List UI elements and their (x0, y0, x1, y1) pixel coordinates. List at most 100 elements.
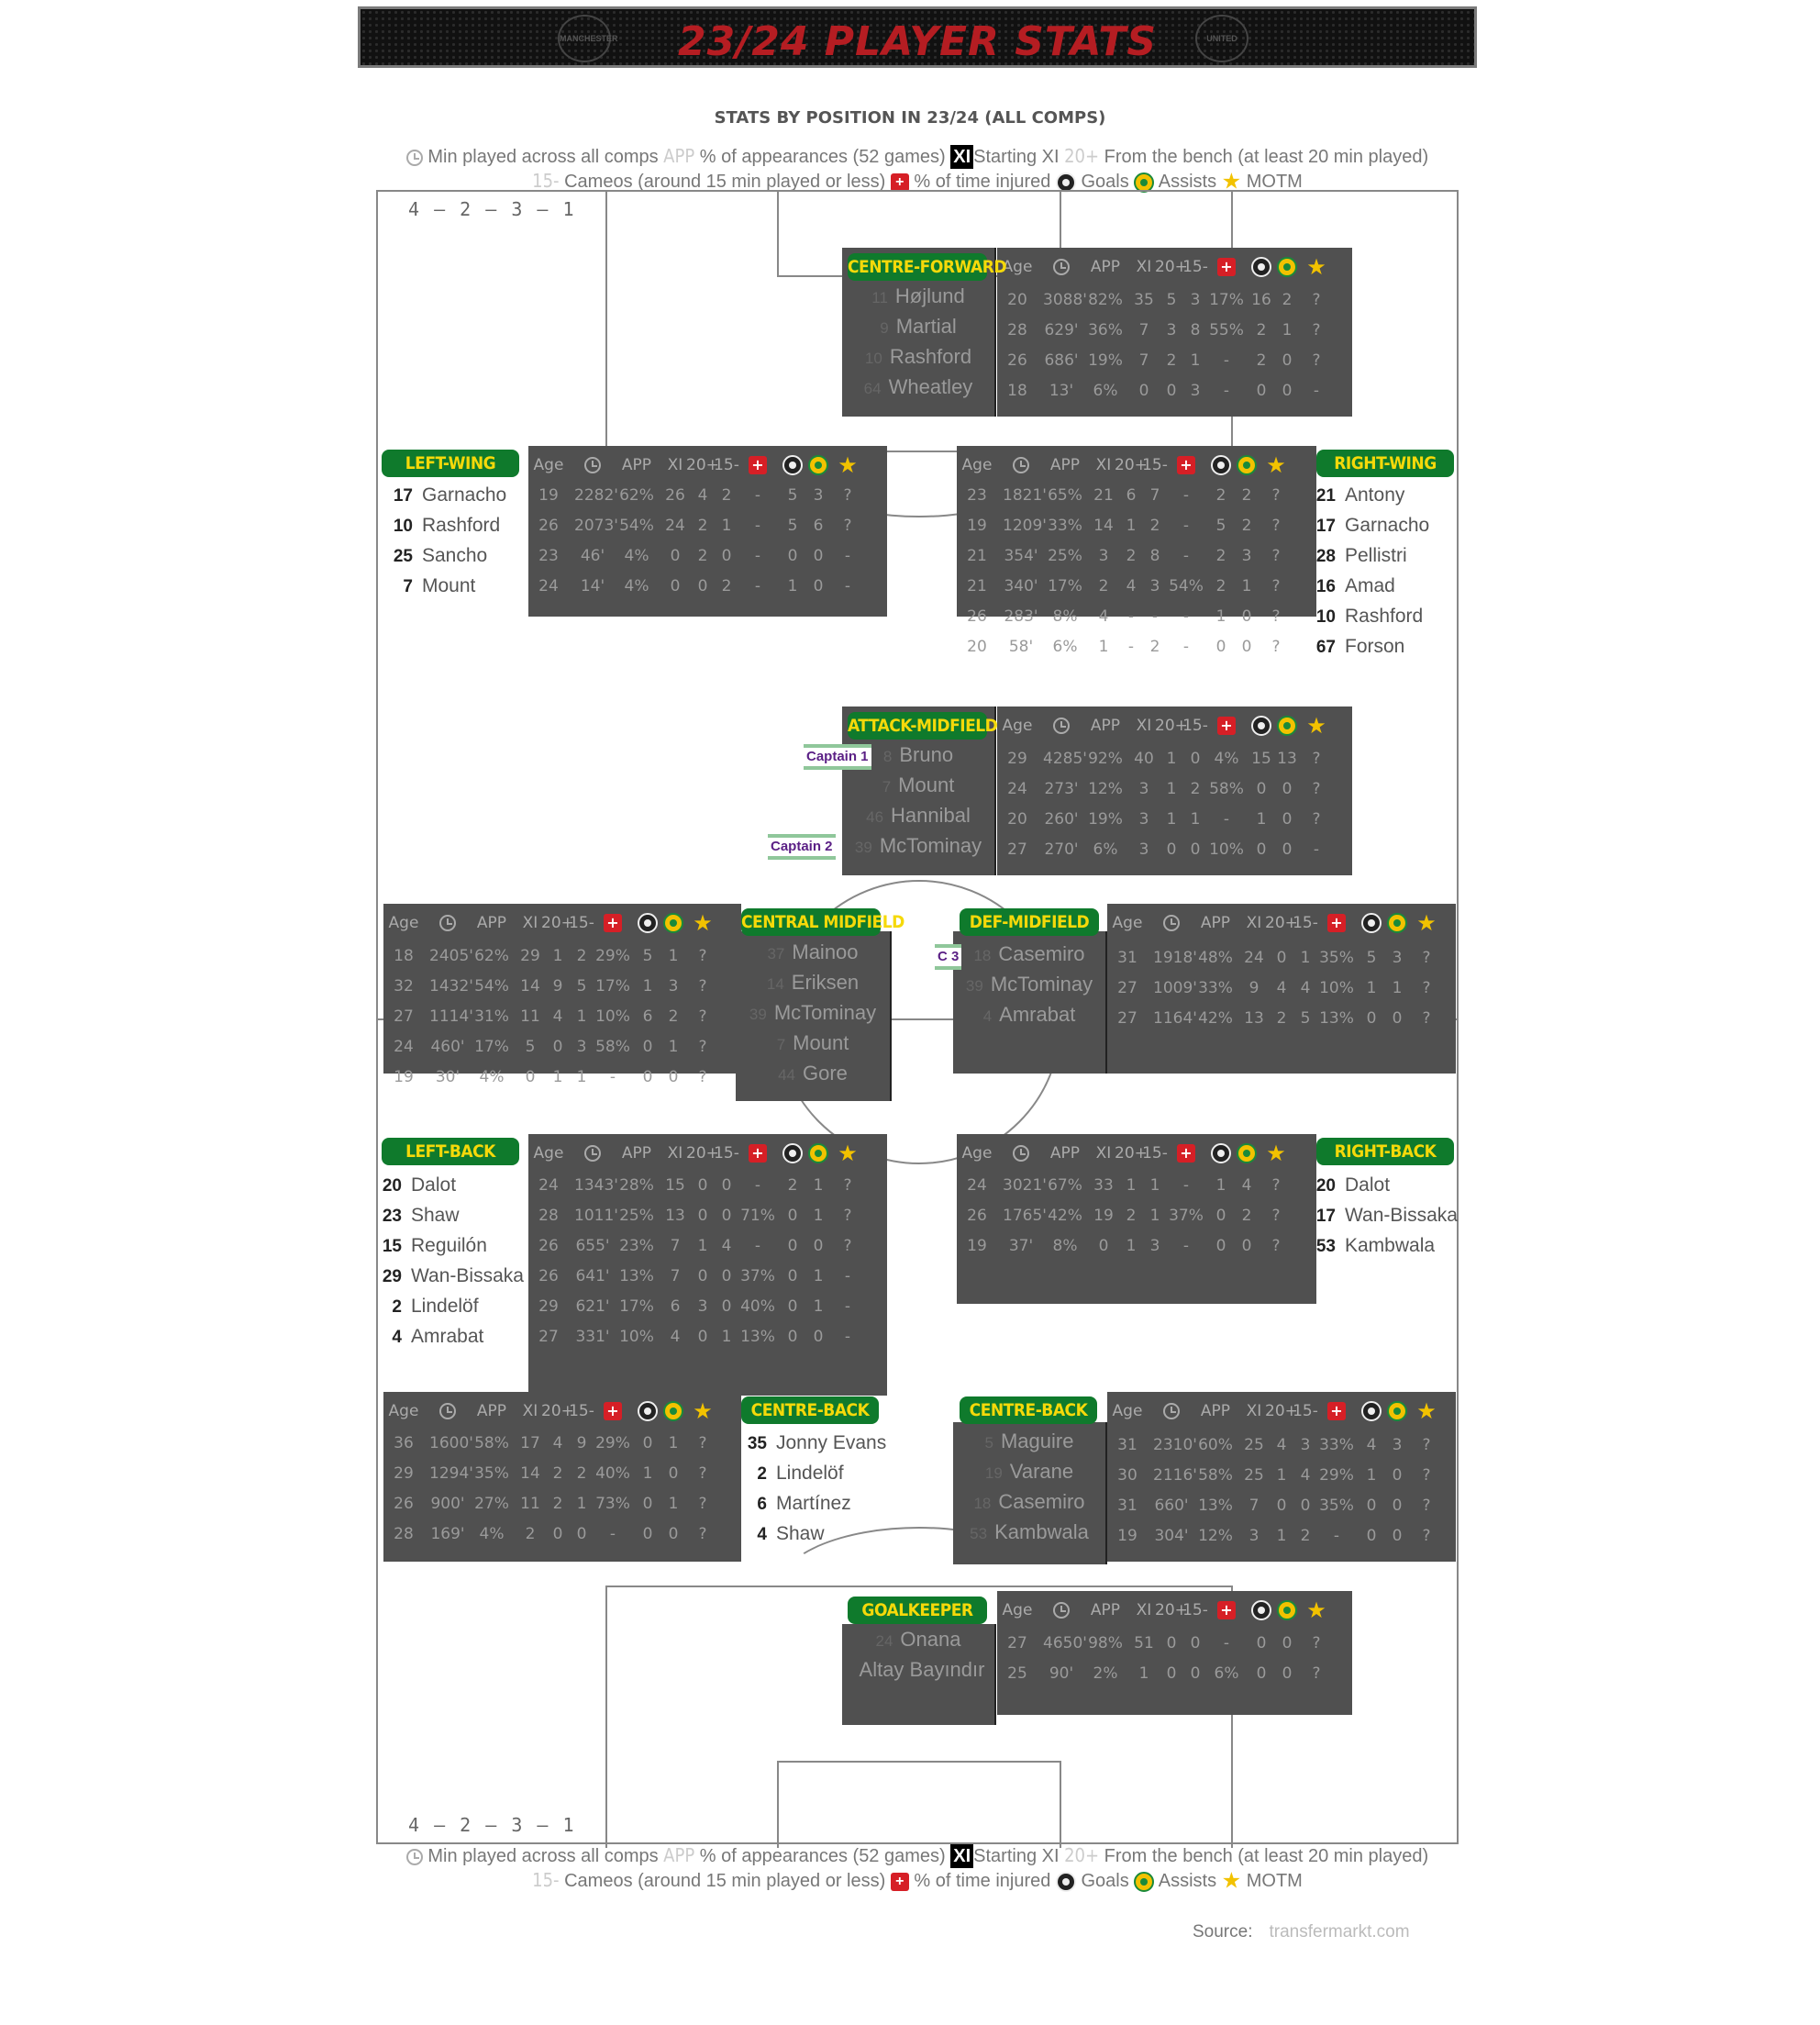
player-number: 10 (1315, 607, 1336, 627)
stat-cell: 2 (525, 1525, 536, 1543)
stat-cell: 1600' (429, 1434, 473, 1452)
stat-cell: 3 (1166, 321, 1177, 339)
stat-cell: 1 (1241, 577, 1252, 595)
stat-cell: 6 (670, 1297, 681, 1316)
header-cameo: 15- (569, 914, 594, 932)
assist-ball-icon (800, 1138, 837, 1169)
stat-cell: 29% (595, 1434, 630, 1452)
stat-cell: 9 (1248, 979, 1260, 997)
injury-icon: + (1318, 1396, 1355, 1427)
stat-cell: 3 (1138, 840, 1149, 859)
star-icon: ★ (1306, 1597, 1326, 1623)
stat-cell: 7 (1248, 1496, 1260, 1515)
stat-cell: - (1182, 1237, 1190, 1255)
goal-ball-icon (1243, 251, 1280, 283)
injury-icon: + (1208, 1595, 1245, 1626)
goal-ball-icon (1353, 1396, 1390, 1427)
header-age: Age (533, 1144, 564, 1163)
stat-cell: 46' (580, 547, 605, 565)
stat-cell: 1 (1098, 638, 1109, 656)
stat-cell: 0 (525, 1068, 536, 1086)
stat-cell: ? (1312, 750, 1321, 768)
source-link[interactable]: transfermarkt.com (1269, 1922, 1410, 1942)
stat-cell: 1 (1138, 1664, 1149, 1683)
stat-cell: 25 (1244, 1436, 1264, 1454)
stat-cell: 10% (1209, 840, 1244, 859)
stat-cell: 2 (1215, 547, 1226, 565)
stat-cell: ? (1271, 577, 1281, 595)
stat-cell: 21 (967, 547, 987, 565)
stat-cell: - (609, 1068, 616, 1086)
stat-cell: 18 (394, 947, 414, 965)
stat-cell: 11 (520, 1007, 540, 1026)
stat-cell: 3 (668, 977, 679, 996)
stat-cell: ? (843, 1237, 852, 1255)
stat-cell: 1343' (574, 1176, 618, 1195)
stat-cell: 1 (668, 1495, 679, 1513)
legend-top: Min played across all comps APP % of app… (367, 144, 1468, 195)
gk-position-badge: GOALKEEPER (848, 1597, 987, 1624)
player-number: 17 (1315, 517, 1336, 536)
stat-cell: - (1127, 607, 1135, 626)
header-xi: XI (522, 914, 538, 932)
star-icon: ★ (693, 1398, 713, 1424)
top-penalty-arc (777, 394, 1061, 517)
stat-cell: 7 (1149, 486, 1160, 505)
injury-icon: + (739, 450, 776, 481)
stat-cell: ? (1422, 1466, 1431, 1485)
stat-cell: ? (843, 517, 852, 535)
stat-cell: 29 (538, 1297, 559, 1316)
stat-cell: 3 (1190, 291, 1201, 309)
player-name-row[interactable]: Altay Bayındır (842, 1654, 994, 1686)
